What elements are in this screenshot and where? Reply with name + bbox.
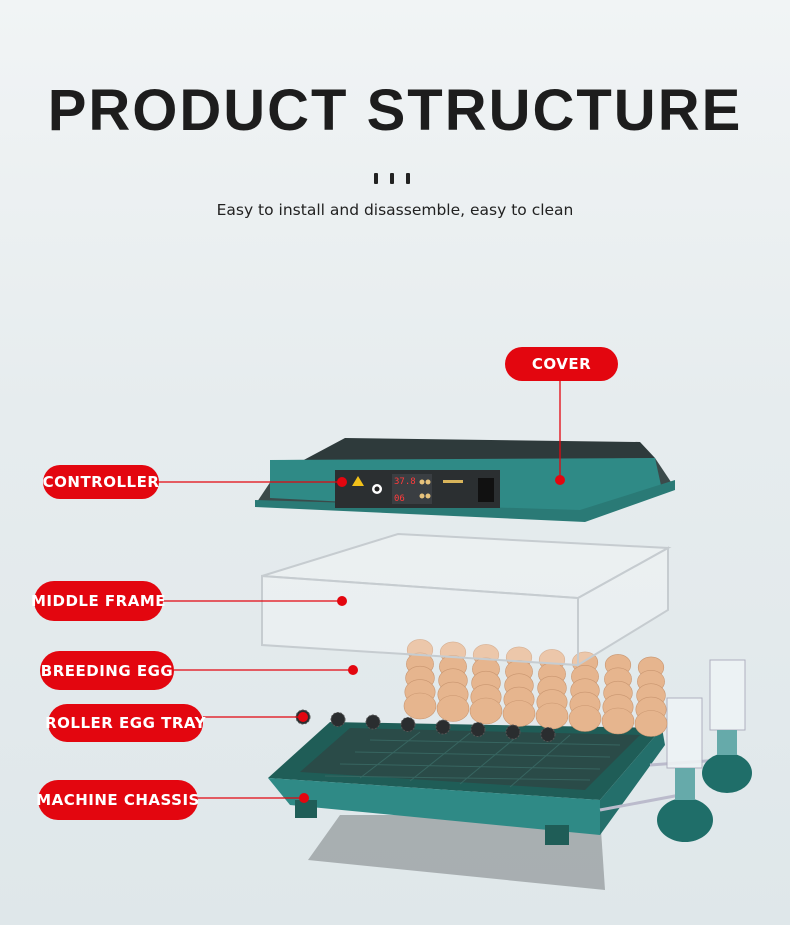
roller-gear (365, 714, 381, 730)
page-title: PRODUCT STRUCTURE (47, 78, 743, 143)
middle-frame-illustration (261, 532, 672, 667)
cover-illustration (255, 438, 675, 522)
temperature-display: 37.8 (394, 477, 416, 487)
roller-gear (505, 724, 521, 740)
label-controller: CONTROLLER (43, 465, 159, 499)
egg (436, 695, 470, 722)
roller-gear (470, 722, 486, 737)
page-subtitle: Easy to install and disassemble, easy to… (216, 201, 574, 219)
marker-dots (298, 475, 565, 803)
divider-dashes (374, 173, 410, 184)
label-roller-egg-tray: ROLLER EGG TRAY (45, 704, 205, 742)
label-machine-chassis: MACHINE CHASSIS (36, 780, 199, 820)
water-bottles (599, 659, 752, 842)
label-cover: COVER (505, 347, 618, 381)
roller-gear (330, 712, 346, 727)
label-middle-frame: MIDDLE FRAME (31, 581, 166, 621)
egg (469, 697, 503, 725)
roller-gear (540, 727, 556, 742)
egg (568, 705, 602, 732)
base-plate (308, 815, 605, 890)
egg (502, 700, 536, 727)
egg (601, 707, 635, 735)
egg (634, 710, 668, 737)
leader-lines (159, 381, 561, 799)
roller-gear (435, 719, 451, 735)
label-breeding-egg: BREEDING EGG (40, 651, 174, 690)
egg (535, 702, 569, 730)
egg (403, 692, 437, 720)
eggs-and-rollers (295, 639, 668, 742)
roller-gear (400, 717, 416, 732)
humidity-display: 06 (394, 494, 405, 504)
